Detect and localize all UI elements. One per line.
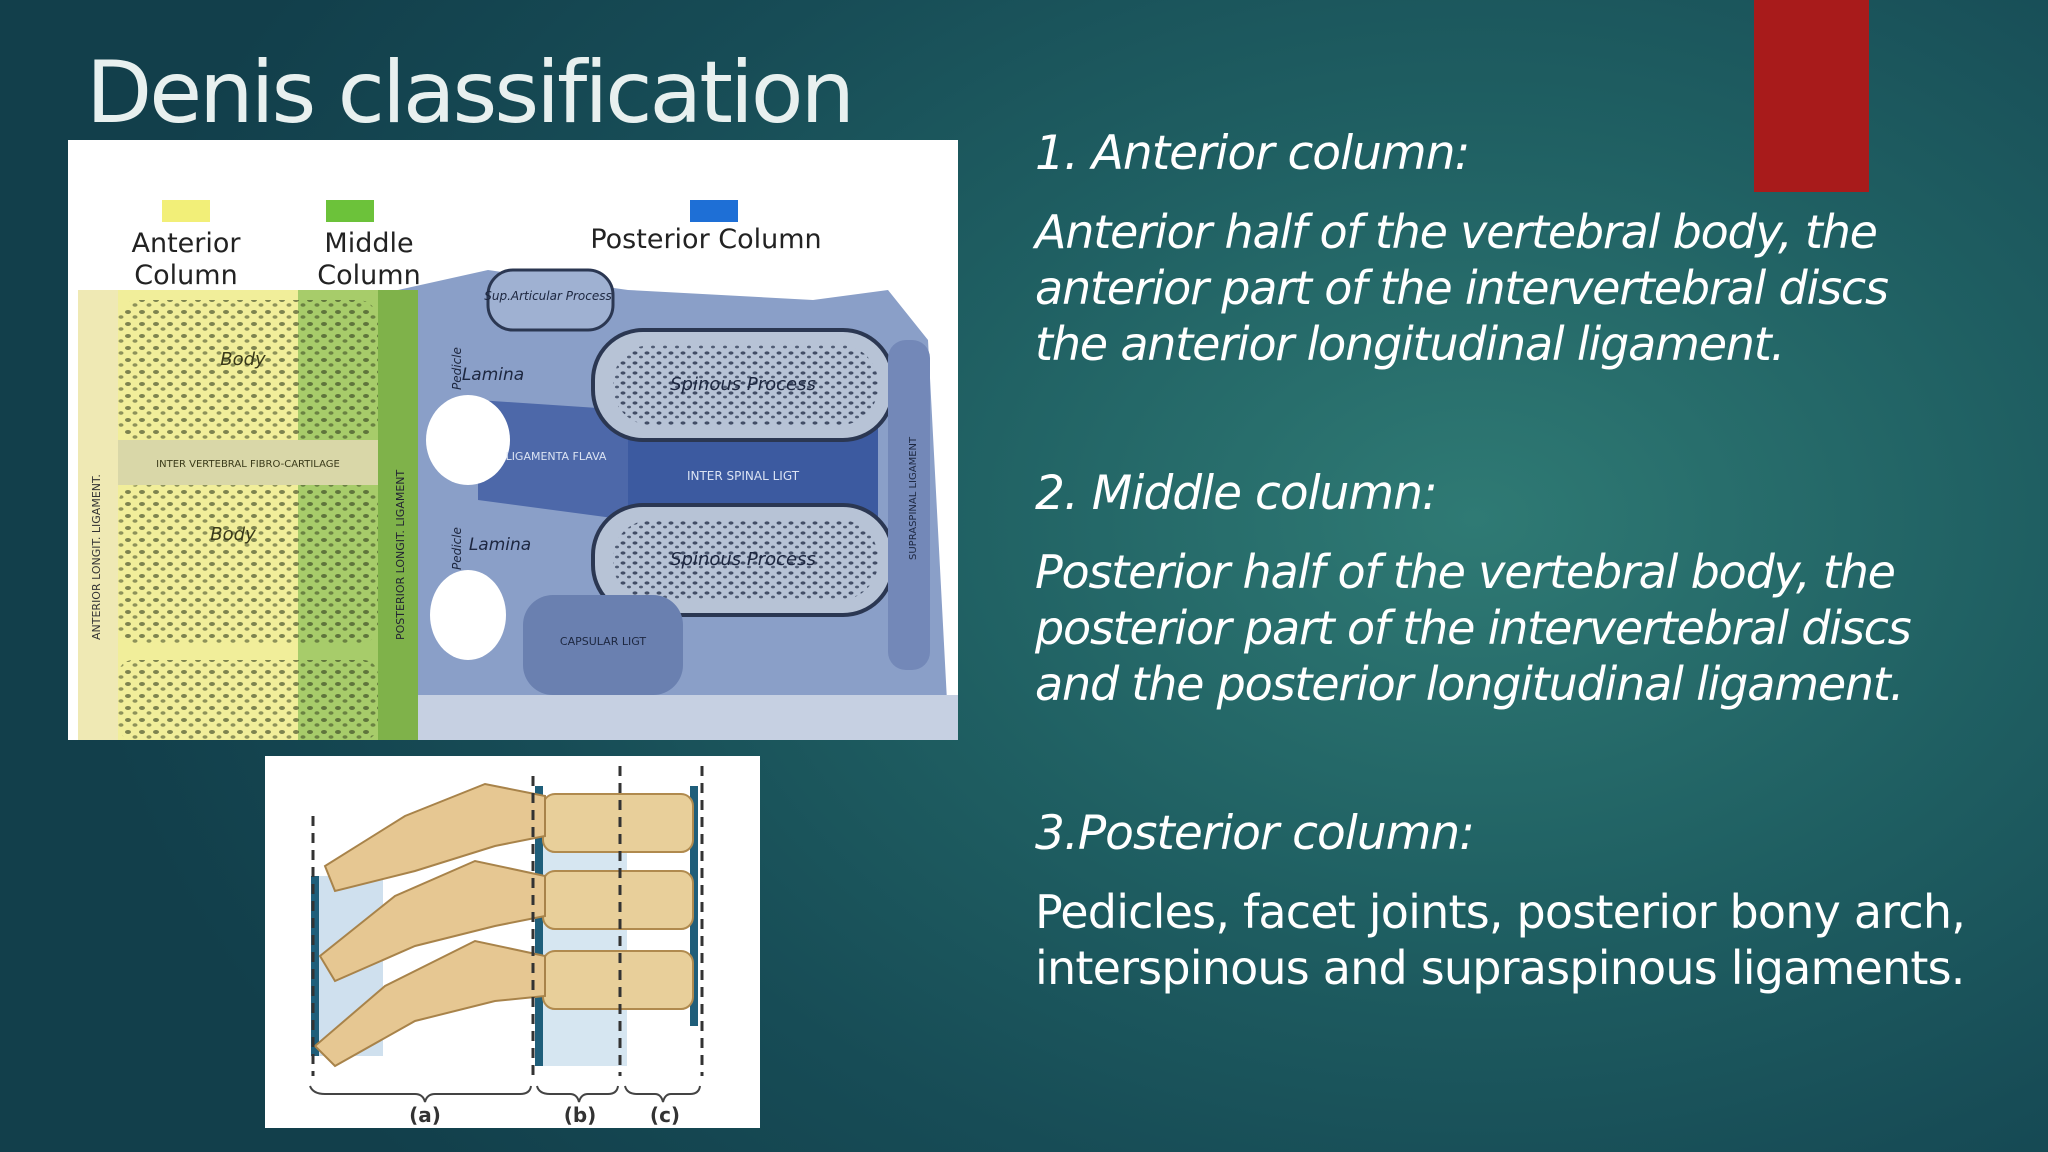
anterior-longit-lig bbox=[78, 290, 118, 740]
label-b: (b) bbox=[564, 1103, 597, 1127]
label-posterior-lig: POSTERIOR LONGIT. LIGAMENT bbox=[394, 469, 407, 640]
ligamenta-flava bbox=[478, 400, 628, 520]
brace-b bbox=[536, 1085, 619, 1103]
label-capsular: CAPSULAR LIGT bbox=[560, 635, 646, 648]
label-ligamenta-flava: LIGAMENTA FLAVA bbox=[506, 450, 607, 463]
vertebra-body-3 bbox=[542, 950, 694, 1010]
legend-label-anterior: Anterior bbox=[131, 228, 241, 259]
label-pedicle-bottom: Pedicle bbox=[450, 527, 464, 570]
spine-columns-figure: Anterior Column Middle Column Posterior … bbox=[68, 140, 958, 740]
spinous-element-1 bbox=[323, 782, 546, 893]
posterior-longit-lig bbox=[378, 290, 418, 740]
three-column-sideview-figure: (a) (b) (c) bbox=[265, 756, 760, 1128]
three-column-diagram: (a) (b) (c) bbox=[309, 766, 704, 1127]
vertebral-body-lower bbox=[118, 660, 378, 740]
sup-articular-process bbox=[486, 268, 615, 332]
label-body-bottom: Body bbox=[210, 524, 256, 545]
spinous-process-top-inner bbox=[613, 345, 878, 425]
label-intervertebral: INTER VERTEBRAL FIBRO-CARTILAGE bbox=[156, 459, 340, 470]
legend-label-anterior-line2: Column bbox=[134, 260, 237, 291]
posterior-column-heading: 3.Posterior column: bbox=[1035, 806, 1475, 861]
label-spinous-top: Spinous Process bbox=[670, 374, 816, 395]
middle-column-heading: 2. Middle column: bbox=[1035, 466, 1438, 521]
label-lamina-top: Lamina bbox=[462, 365, 524, 385]
dark-edge-mid bbox=[535, 786, 543, 1066]
spinous-element-2 bbox=[318, 859, 546, 983]
legend-swatch-middle bbox=[326, 200, 374, 222]
anterior-column-heading: 1. Anterior column: bbox=[1035, 126, 1470, 181]
label-a: (a) bbox=[409, 1103, 441, 1127]
label-lamina-bottom: Lamina bbox=[469, 535, 531, 555]
bottom-strip bbox=[398, 695, 958, 740]
middle-column-text: Posterior half of the vertebral body, th… bbox=[1035, 545, 1912, 711]
label-spinous-bottom: Spinous Process bbox=[670, 549, 816, 570]
brace-a bbox=[309, 1085, 532, 1103]
foramen-bottom bbox=[430, 570, 506, 660]
label-c: (c) bbox=[650, 1103, 680, 1127]
foramen-top bbox=[426, 395, 510, 485]
vertebra-body-1 bbox=[542, 793, 694, 853]
intervertebral-disc bbox=[118, 440, 378, 485]
label-pedicle-top: Pedicle bbox=[450, 347, 464, 390]
spinous-element-3 bbox=[313, 939, 546, 1068]
brace-c bbox=[624, 1085, 701, 1103]
red-accent-bar bbox=[1754, 0, 1869, 192]
label-sup-articular: Sup.Articular Process bbox=[484, 289, 611, 303]
legend-label-posterior: Posterior Column bbox=[590, 224, 821, 255]
supraspinal-lig bbox=[888, 340, 930, 670]
dark-edge-left bbox=[311, 876, 319, 1056]
vertebral-body-top bbox=[118, 300, 378, 440]
label-interspinal: INTER SPINAL LIGT bbox=[687, 469, 800, 483]
label-supraspinal: SUPRASPINAL LIGAMENT bbox=[908, 436, 919, 560]
label-body-top: Body bbox=[220, 349, 266, 370]
capsular-ligament bbox=[523, 595, 683, 695]
legend-swatch-anterior bbox=[162, 200, 210, 222]
legend-swatch-posterior bbox=[690, 200, 738, 222]
anterior-column-text: Anterior half of the vertebral body, the… bbox=[1035, 205, 1889, 371]
spinous-process-bottom-inner bbox=[613, 520, 878, 600]
legend-label-middle-line2: Column bbox=[317, 260, 420, 291]
slide-title: Denis classification bbox=[86, 43, 855, 143]
legend-label-middle: Middle bbox=[324, 228, 413, 259]
spine-columns-diagram: Anterior Column Middle Column Posterior … bbox=[78, 200, 958, 740]
vertebra-body-2 bbox=[542, 870, 694, 930]
label-anterior-lig: ANTERIOR LONGIT. LIGAMENT. bbox=[90, 474, 103, 640]
vertebral-body-bottom bbox=[118, 485, 378, 645]
posterior-column-text: Pedicles, facet joints, posterior bony a… bbox=[1035, 885, 1966, 995]
